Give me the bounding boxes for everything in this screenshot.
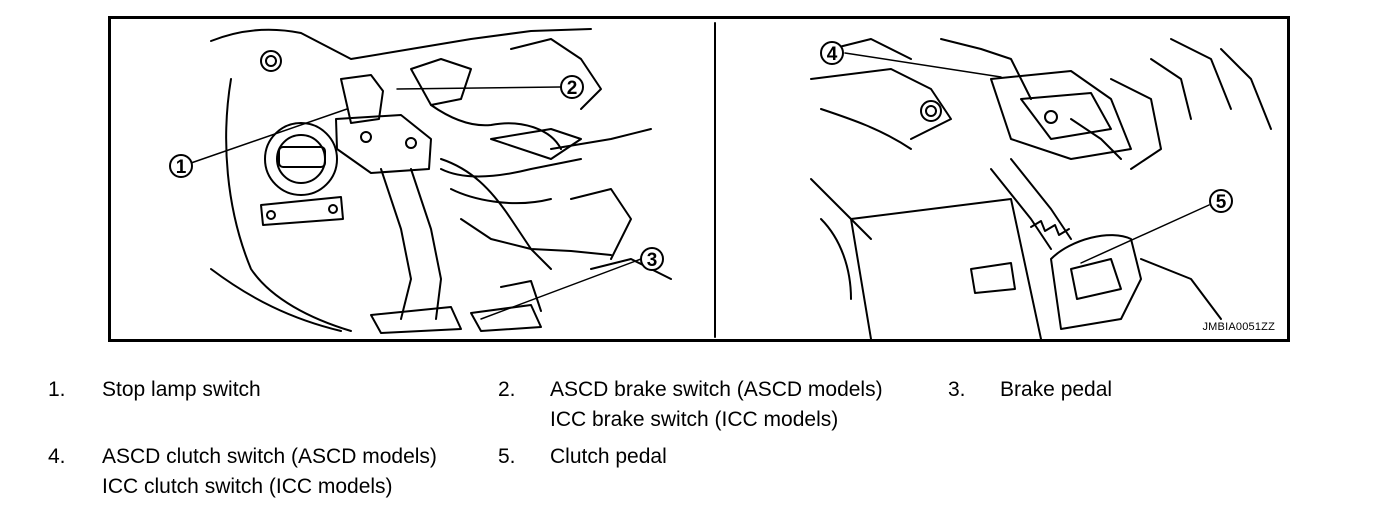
legend-number: 3.	[948, 378, 966, 401]
callout-4: 4	[820, 41, 844, 65]
illustration: 1 2 3 4 5	[169, 22, 1272, 339]
callout-5: 5	[1209, 189, 1233, 213]
legend-line: ICC brake switch (ICC models)	[550, 408, 839, 431]
svg-text:4: 4	[827, 44, 838, 65]
figure-code: JMBIA0051ZZ	[1202, 321, 1275, 333]
legend-item-brake-pedal: Brake pedal	[1000, 375, 1112, 405]
svg-text:5: 5	[1216, 192, 1227, 213]
right-panel-drawing	[810, 38, 1272, 339]
svg-text:3: 3	[647, 250, 658, 271]
legend-number: 1.	[48, 378, 66, 401]
legend-item-clutch-pedal: Clutch pedal	[550, 442, 667, 472]
callout-3: 3	[640, 247, 664, 271]
legend-item-clutch-switch: ASCD clutch switch (ASCD models) ICC clu…	[102, 442, 437, 502]
legend-line: ICC clutch switch (ICC models)	[102, 475, 393, 498]
svg-text:1: 1	[176, 157, 187, 178]
svg-text:2: 2	[567, 78, 578, 99]
legend-number: 5.	[498, 445, 516, 468]
pedal-switch-figure: 1 2 3 4 5 JMBIA0051ZZ	[108, 16, 1290, 342]
legend-number: 2.	[498, 378, 516, 401]
legend-item-stop-lamp-switch: Stop lamp switch	[102, 375, 261, 405]
legend-line: Stop lamp switch	[102, 378, 261, 401]
legend-number: 4.	[48, 445, 66, 468]
legend-line: Clutch pedal	[550, 445, 667, 468]
legend-line: ASCD clutch switch (ASCD models)	[102, 445, 437, 468]
callout-2: 2	[560, 75, 584, 99]
legend-line: Brake pedal	[1000, 378, 1113, 401]
legend-line: ASCD brake switch (ASCD models)	[550, 378, 883, 401]
left-panel-drawing	[190, 28, 672, 334]
callout-1: 1	[169, 154, 193, 178]
legend-item-brake-switch: ASCD brake switch (ASCD models) ICC brak…	[550, 375, 883, 435]
